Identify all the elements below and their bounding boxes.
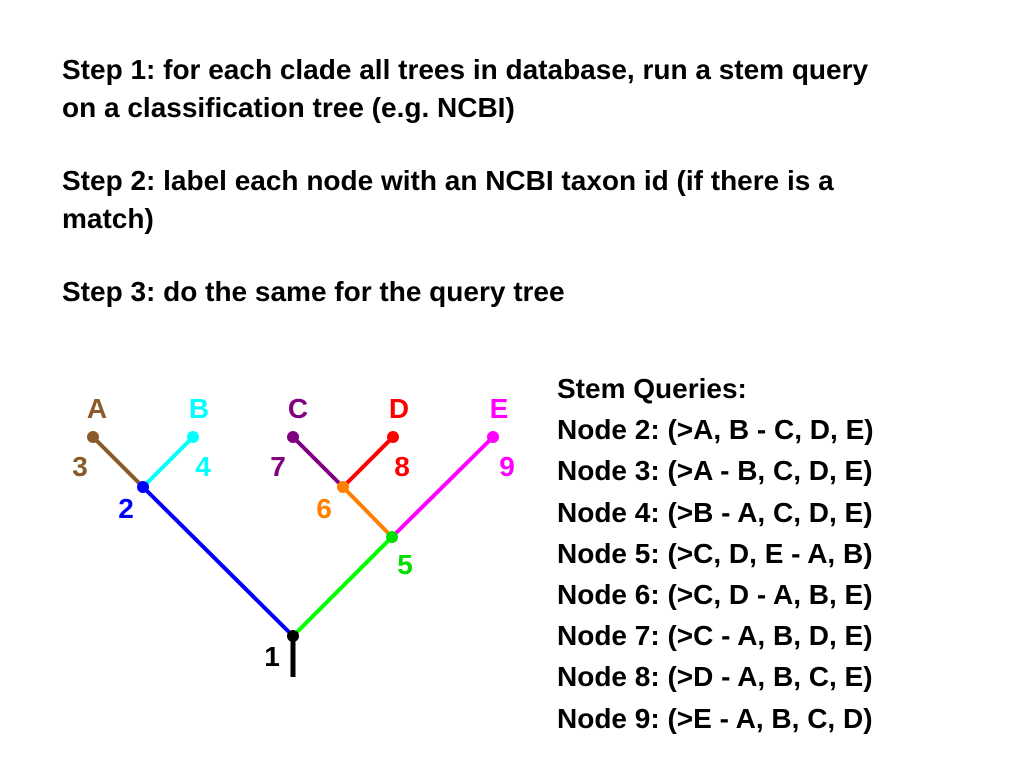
tree-edge-2-4 [141,435,195,489]
step-3-text: Step 3: do the same for the query tree [62,276,565,307]
node-number-label-6: 6 [316,493,332,524]
stem-query-node-7: Node 7: (>C - A, B, D, E) [557,620,873,652]
taxon-label-A: A [87,393,107,424]
stem-queries-title: Stem Queries: [557,373,747,404]
step-2-text: Step 2: label each node with an NCBI tax… [62,165,834,234]
node-number-label-4: 4 [195,451,211,482]
node-number-label-7: 7 [270,451,286,482]
node-number-label-8: 8 [394,451,410,482]
tree-edge-5-6 [341,485,394,539]
tree-node-2 [137,481,149,493]
taxon-label-B: B [189,393,209,424]
taxon-label-D: D [389,393,409,424]
tree-node-7 [287,431,299,443]
node-number-label-3: 3 [72,451,88,482]
tree-nodes [87,431,499,642]
stem-queries-list: Stem Queries: Node 2: (>A, B - C, D, E) … [557,368,874,739]
stem-query-node-8: Node 8: (>D - A, B, C, E) [557,661,873,693]
taxon-label-C: C [288,393,308,424]
tree-node-5 [386,531,398,543]
tree-edges [91,435,495,638]
tree-node-8 [387,431,399,443]
tree-edge-5-9 [390,435,495,539]
stem-query-node-9: Node 9: (>E - A, B, C, D) [557,702,873,734]
stem-query-node-6: Node 6: (>C, D - A, B, E) [557,579,873,611]
tree-node-9 [487,431,499,443]
taxon-label-E: E [490,393,509,424]
tree-node-1 [287,630,299,642]
node-number-label-9: 9 [499,451,515,482]
tree-node-6 [337,481,349,493]
node-number-label-5: 5 [397,549,413,580]
tree-edge-6-8 [341,435,395,489]
tree-edge-6-7 [291,435,345,489]
stem-query-node-2: Node 2: (>A, B - C, D, E) [557,414,874,446]
stem-query-node-3: Node 3: (>A - B, C, D, E) [557,455,873,487]
step-1-text: Step 1: for each clade all trees in data… [62,54,869,123]
stem-query-node-5: Node 5: (>C, D, E - A, B) [557,537,873,569]
tree-edge-1-5 [291,535,394,638]
tree-node-3 [87,431,99,443]
stem-query-node-4: Node 4: (>B - A, C, D, E) [557,496,873,528]
tree-edge-1-2 [141,485,295,638]
tree-edge-2-3 [91,435,145,489]
node-number-label-1: 1 [264,641,280,672]
node-number-label-2: 2 [118,493,134,524]
tree-node-4 [187,431,199,443]
